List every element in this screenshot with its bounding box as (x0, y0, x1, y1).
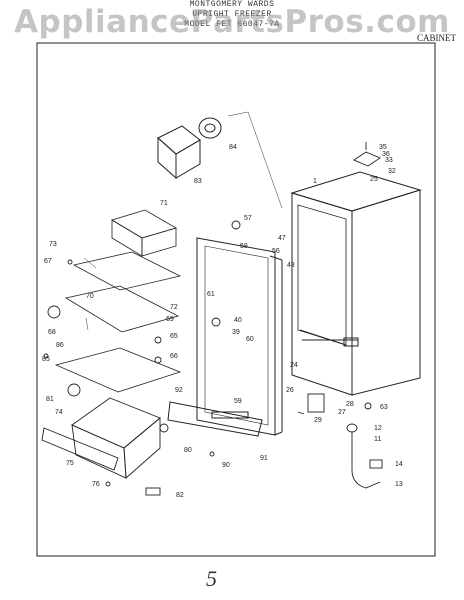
callout-90: 90 (222, 462, 230, 469)
callout-86: 86 (56, 342, 64, 349)
callout-25: 25 (370, 176, 378, 183)
callout-47: 47 (278, 235, 286, 242)
callout-75: 75 (66, 460, 74, 467)
callout-60: 60 (246, 336, 254, 343)
header-model: MODEL FET 66047-7A (184, 20, 280, 29)
callout-56: 56 (272, 248, 280, 255)
header-product: UPRIGHT FREEZER (192, 10, 272, 19)
callout-85: 85 (42, 356, 50, 363)
evaporator-coil (157, 117, 222, 180)
callout-84: 84 (229, 144, 237, 151)
callout-58: 58 (240, 243, 248, 250)
callout-59: 59 (234, 398, 242, 405)
header-brand: MONTGOMERY WARDS (189, 0, 275, 9)
callout-28: 28 (346, 401, 354, 408)
callout-80: 80 (184, 447, 192, 454)
callout-81: 81 (46, 396, 54, 403)
top-rack (111, 209, 178, 257)
callout-72: 72 (170, 304, 178, 311)
callout-14: 14 (395, 461, 403, 468)
cabinet-body (290, 171, 422, 396)
callout-11: 11 (374, 436, 381, 443)
wire-shelf (54, 347, 182, 393)
thermostat-control (353, 142, 381, 167)
callout-12: 12 (374, 425, 382, 432)
callout-33: 33 (385, 157, 393, 164)
callout-48: 48 (287, 262, 295, 269)
callout-40: 40 (234, 317, 242, 324)
callout-83: 83 (194, 178, 202, 185)
callout-63: 63 (380, 404, 388, 411)
page-number: 5 (206, 566, 217, 591)
callout-35: 35 (379, 144, 387, 151)
door-assembly (167, 237, 283, 437)
shelf-panels (64, 251, 182, 333)
callout-71: 71 (160, 200, 168, 207)
callout-1: 1 (313, 178, 317, 185)
callout-91: 91 (260, 455, 268, 462)
callout-68: 68 (48, 329, 56, 336)
callout-76: 76 (92, 481, 100, 488)
callout-82: 82 (176, 492, 184, 499)
small-parts (43, 220, 372, 496)
callout-labels: 1 12 11 13 14 24 25 26 27 28 29 32 33 35… (42, 144, 403, 499)
callout-69: 69 (166, 316, 174, 323)
callout-27: 27 (338, 409, 346, 416)
callout-92: 92 (175, 387, 183, 394)
callout-65: 65 (170, 333, 178, 340)
callout-26: 26 (286, 387, 294, 394)
watermark-logo: AppliancePartsPros.com (14, 4, 450, 40)
diagram-frame (36, 42, 436, 557)
callout-24: 24 (290, 362, 298, 369)
section-label: CABINET (417, 33, 456, 43)
callout-67: 67 (44, 258, 52, 265)
callout-74: 74 (55, 409, 63, 416)
callout-13: 13 (395, 481, 403, 488)
callout-66: 66 (170, 353, 178, 360)
callout-73: 73 (49, 241, 57, 248)
callout-61: 61 (207, 291, 215, 298)
callout-32: 32 (388, 168, 396, 175)
callout-29: 29 (314, 417, 322, 424)
callout-39: 39 (232, 329, 240, 336)
callout-36: 36 (382, 151, 390, 158)
basket (41, 397, 161, 479)
leader-lines (83, 111, 283, 331)
callout-70: 70 (86, 293, 94, 300)
drain-assembly (307, 393, 383, 489)
callout-57: 57 (244, 215, 252, 222)
